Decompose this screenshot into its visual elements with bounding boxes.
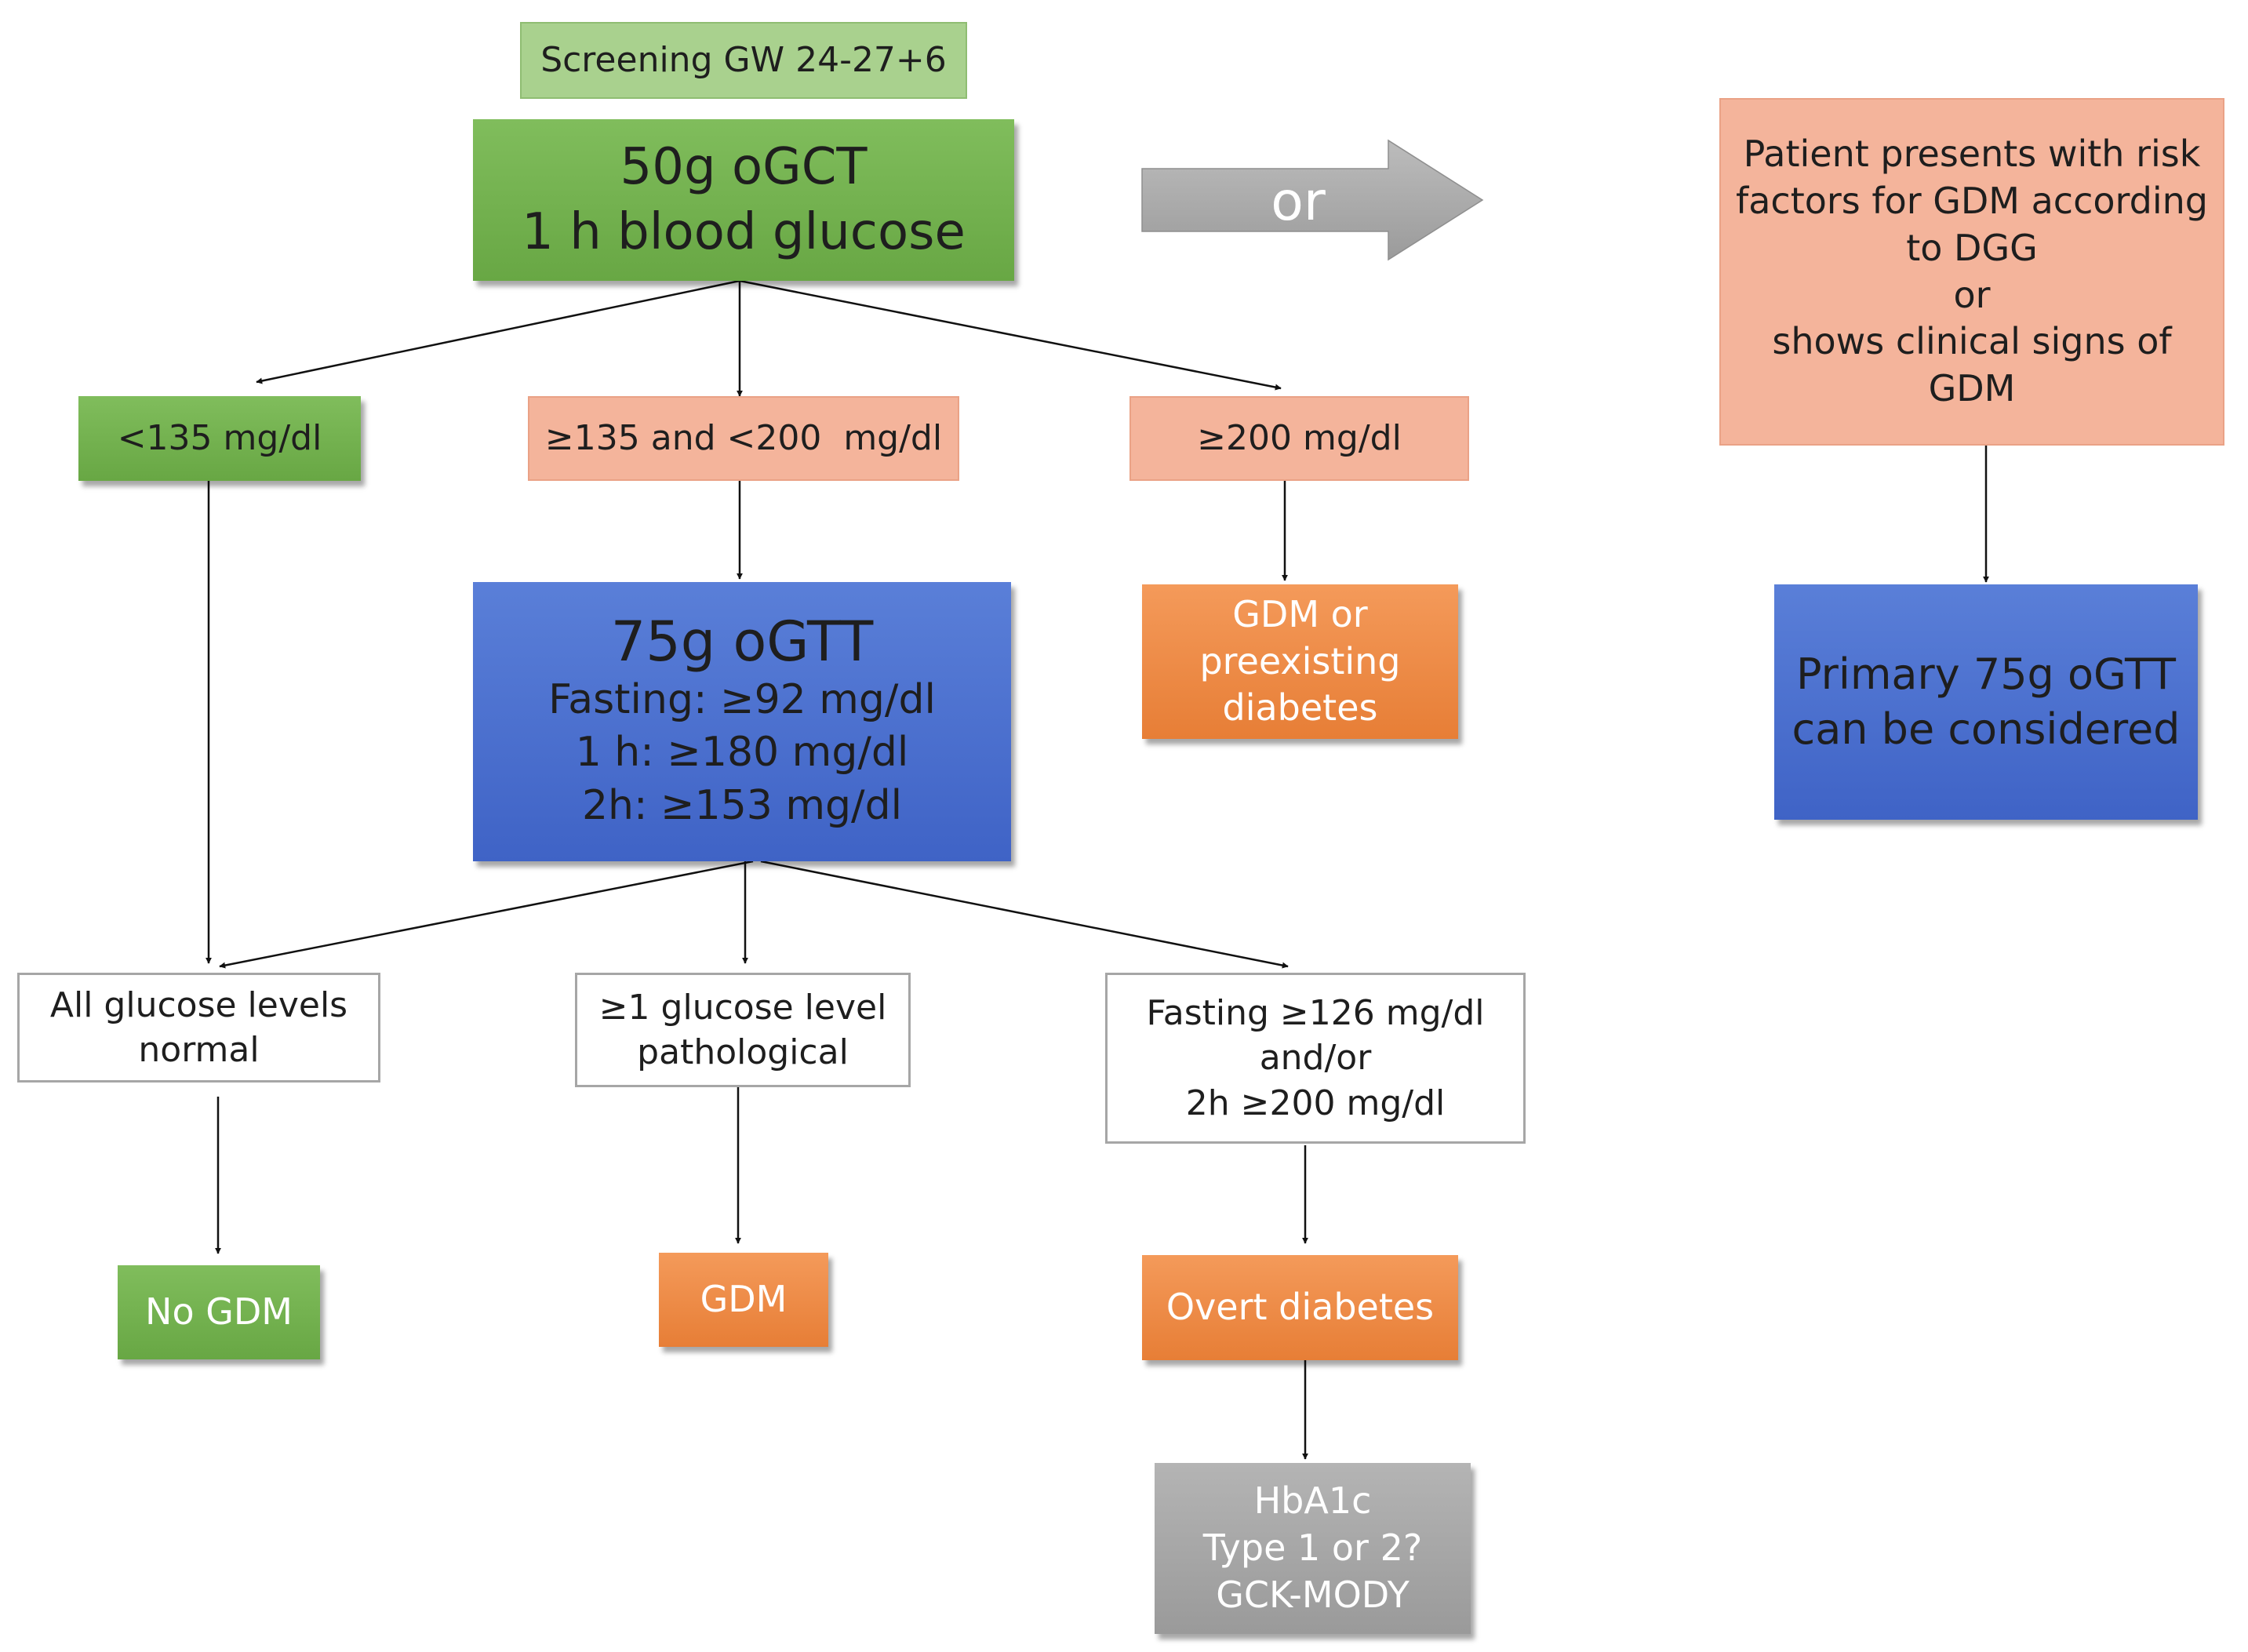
arrow-ogtt-to-normal <box>219 860 754 969</box>
risk-factors-line: or <box>1953 273 1991 316</box>
result-ge200-box: ≥200 mg/dl <box>1129 396 1469 481</box>
result-mid-label: ≥135 and <200 mg/dl <box>544 418 943 459</box>
gdm-or-preexisting-line: diabetes <box>1222 686 1378 730</box>
outcome-pathological-line: pathological <box>637 1032 849 1072</box>
ogct-title: 50g oGCT <box>620 137 868 196</box>
primary-ogtt-box: Primary 75g oGTT can be considered <box>1774 584 2198 820</box>
outcome-pathological-box: ≥1 glucose level pathological <box>575 973 911 1087</box>
ogtt-1h-threshold: 1 h: ≥180 mg/dl <box>575 729 909 777</box>
result-lt135-label: <135 mg/dl <box>117 418 322 459</box>
arrow-ogtt-to-fasting <box>760 860 1289 969</box>
primary-ogtt-line: can be considered <box>1791 704 2181 754</box>
overt-diabetes-box: Overt diabetes <box>1142 1255 1458 1360</box>
risk-factors-line: shows clinical signs of <box>1772 320 2172 363</box>
ogct-box: 50g oGCT 1 h blood glucose <box>473 119 1014 281</box>
ogtt-fasting-threshold: Fasting: ≥92 mg/dl <box>548 675 936 723</box>
or-label: or <box>1271 170 1326 233</box>
outcome-fasting-line: and/or <box>1259 1038 1372 1079</box>
screening-label: Screening GW 24-27+6 <box>540 40 947 81</box>
risk-factors-line: factors for GDM according <box>1736 179 2208 222</box>
ogtt-2h-threshold: 2h: ≥153 mg/dl <box>581 782 903 830</box>
ogtt-title: 75g oGTT <box>610 609 874 675</box>
primary-ogtt-line: Primary 75g oGTT <box>1796 649 2176 699</box>
screening-box: Screening GW 24-27+6 <box>520 22 967 99</box>
followup-line: HbA1c <box>1253 1479 1372 1523</box>
followup-line: Type 1 or 2? <box>1202 1526 1423 1570</box>
gdm-or-preexisting-line: GDM or <box>1232 592 1368 635</box>
outcome-pathological-line: ≥1 glucose level <box>598 987 887 1028</box>
result-ge200-label: ≥200 mg/dl <box>1197 418 1402 459</box>
ogtt-box: 75g oGTT Fasting: ≥92 mg/dl 1 h: ≥180 mg… <box>473 582 1011 861</box>
outcome-fasting-line: 2h ≥200 mg/dl <box>1185 1083 1446 1123</box>
risk-factors-box: Patient presents with risk factors for G… <box>1719 98 2224 446</box>
result-lt135-box: <135 mg/dl <box>78 396 361 481</box>
outcome-fasting-box: Fasting ≥126 mg/dl and/or 2h ≥200 mg/dl <box>1105 973 1526 1144</box>
outcome-fasting-line: Fasting ≥126 mg/dl <box>1146 993 1485 1034</box>
followup-box: HbA1c Type 1 or 2? GCK-MODY <box>1155 1463 1471 1634</box>
no-gdm-label: No GDM <box>145 1290 293 1334</box>
or-arrow-shape <box>1141 139 1484 261</box>
arrow-ogct-to-ge200 <box>739 279 1282 391</box>
gdm-label: GDM <box>700 1278 788 1321</box>
result-mid-box: ≥135 and <200 mg/dl <box>528 396 959 481</box>
arrow-ogct-to-lt135 <box>256 279 740 384</box>
overt-diabetes-label: Overt diabetes <box>1166 1286 1435 1329</box>
gdm-box: GDM <box>659 1253 828 1347</box>
no-gdm-box: No GDM <box>118 1265 320 1359</box>
outcome-normal-line: normal <box>138 1030 260 1070</box>
risk-factors-line: GDM <box>1928 367 2016 410</box>
outcome-normal-box: All glucose levels normal <box>17 973 380 1083</box>
gdm-or-preexisting-line: preexisting <box>1199 639 1401 682</box>
followup-line: GCK-MODY <box>1216 1573 1410 1616</box>
ogct-subtitle: 1 h blood glucose <box>522 203 966 261</box>
risk-factors-line: to DGG <box>1906 226 2038 269</box>
gdm-or-preexisting-box: GDM or preexisting diabetes <box>1142 584 1458 739</box>
risk-factors-line: Patient presents with risk <box>1743 133 2201 176</box>
outcome-normal-line: All glucose levels <box>49 984 348 1025</box>
